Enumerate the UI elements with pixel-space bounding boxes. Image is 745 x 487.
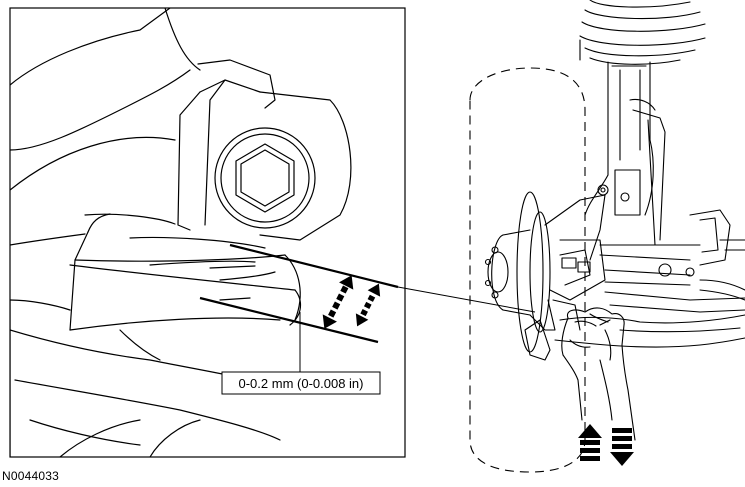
suspension-assembly	[484, 0, 745, 441]
detail-inset: 0-0.2 mm (0-0.008 in)	[9, 7, 406, 458]
hand	[566, 307, 636, 441]
measurement-label: 0-0.2 mm (0-0.008 in)	[239, 376, 364, 391]
figure-id: N0044033	[2, 469, 59, 483]
pointer-line	[397, 286, 536, 313]
down-arrow-icon	[610, 428, 634, 466]
callout-box: 0-0.2 mm (0-0.008 in)	[221, 371, 381, 395]
dashed-double-arrow-icon	[322, 275, 381, 329]
up-arrow-icon	[578, 424, 602, 461]
wheel-outline	[469, 67, 586, 473]
